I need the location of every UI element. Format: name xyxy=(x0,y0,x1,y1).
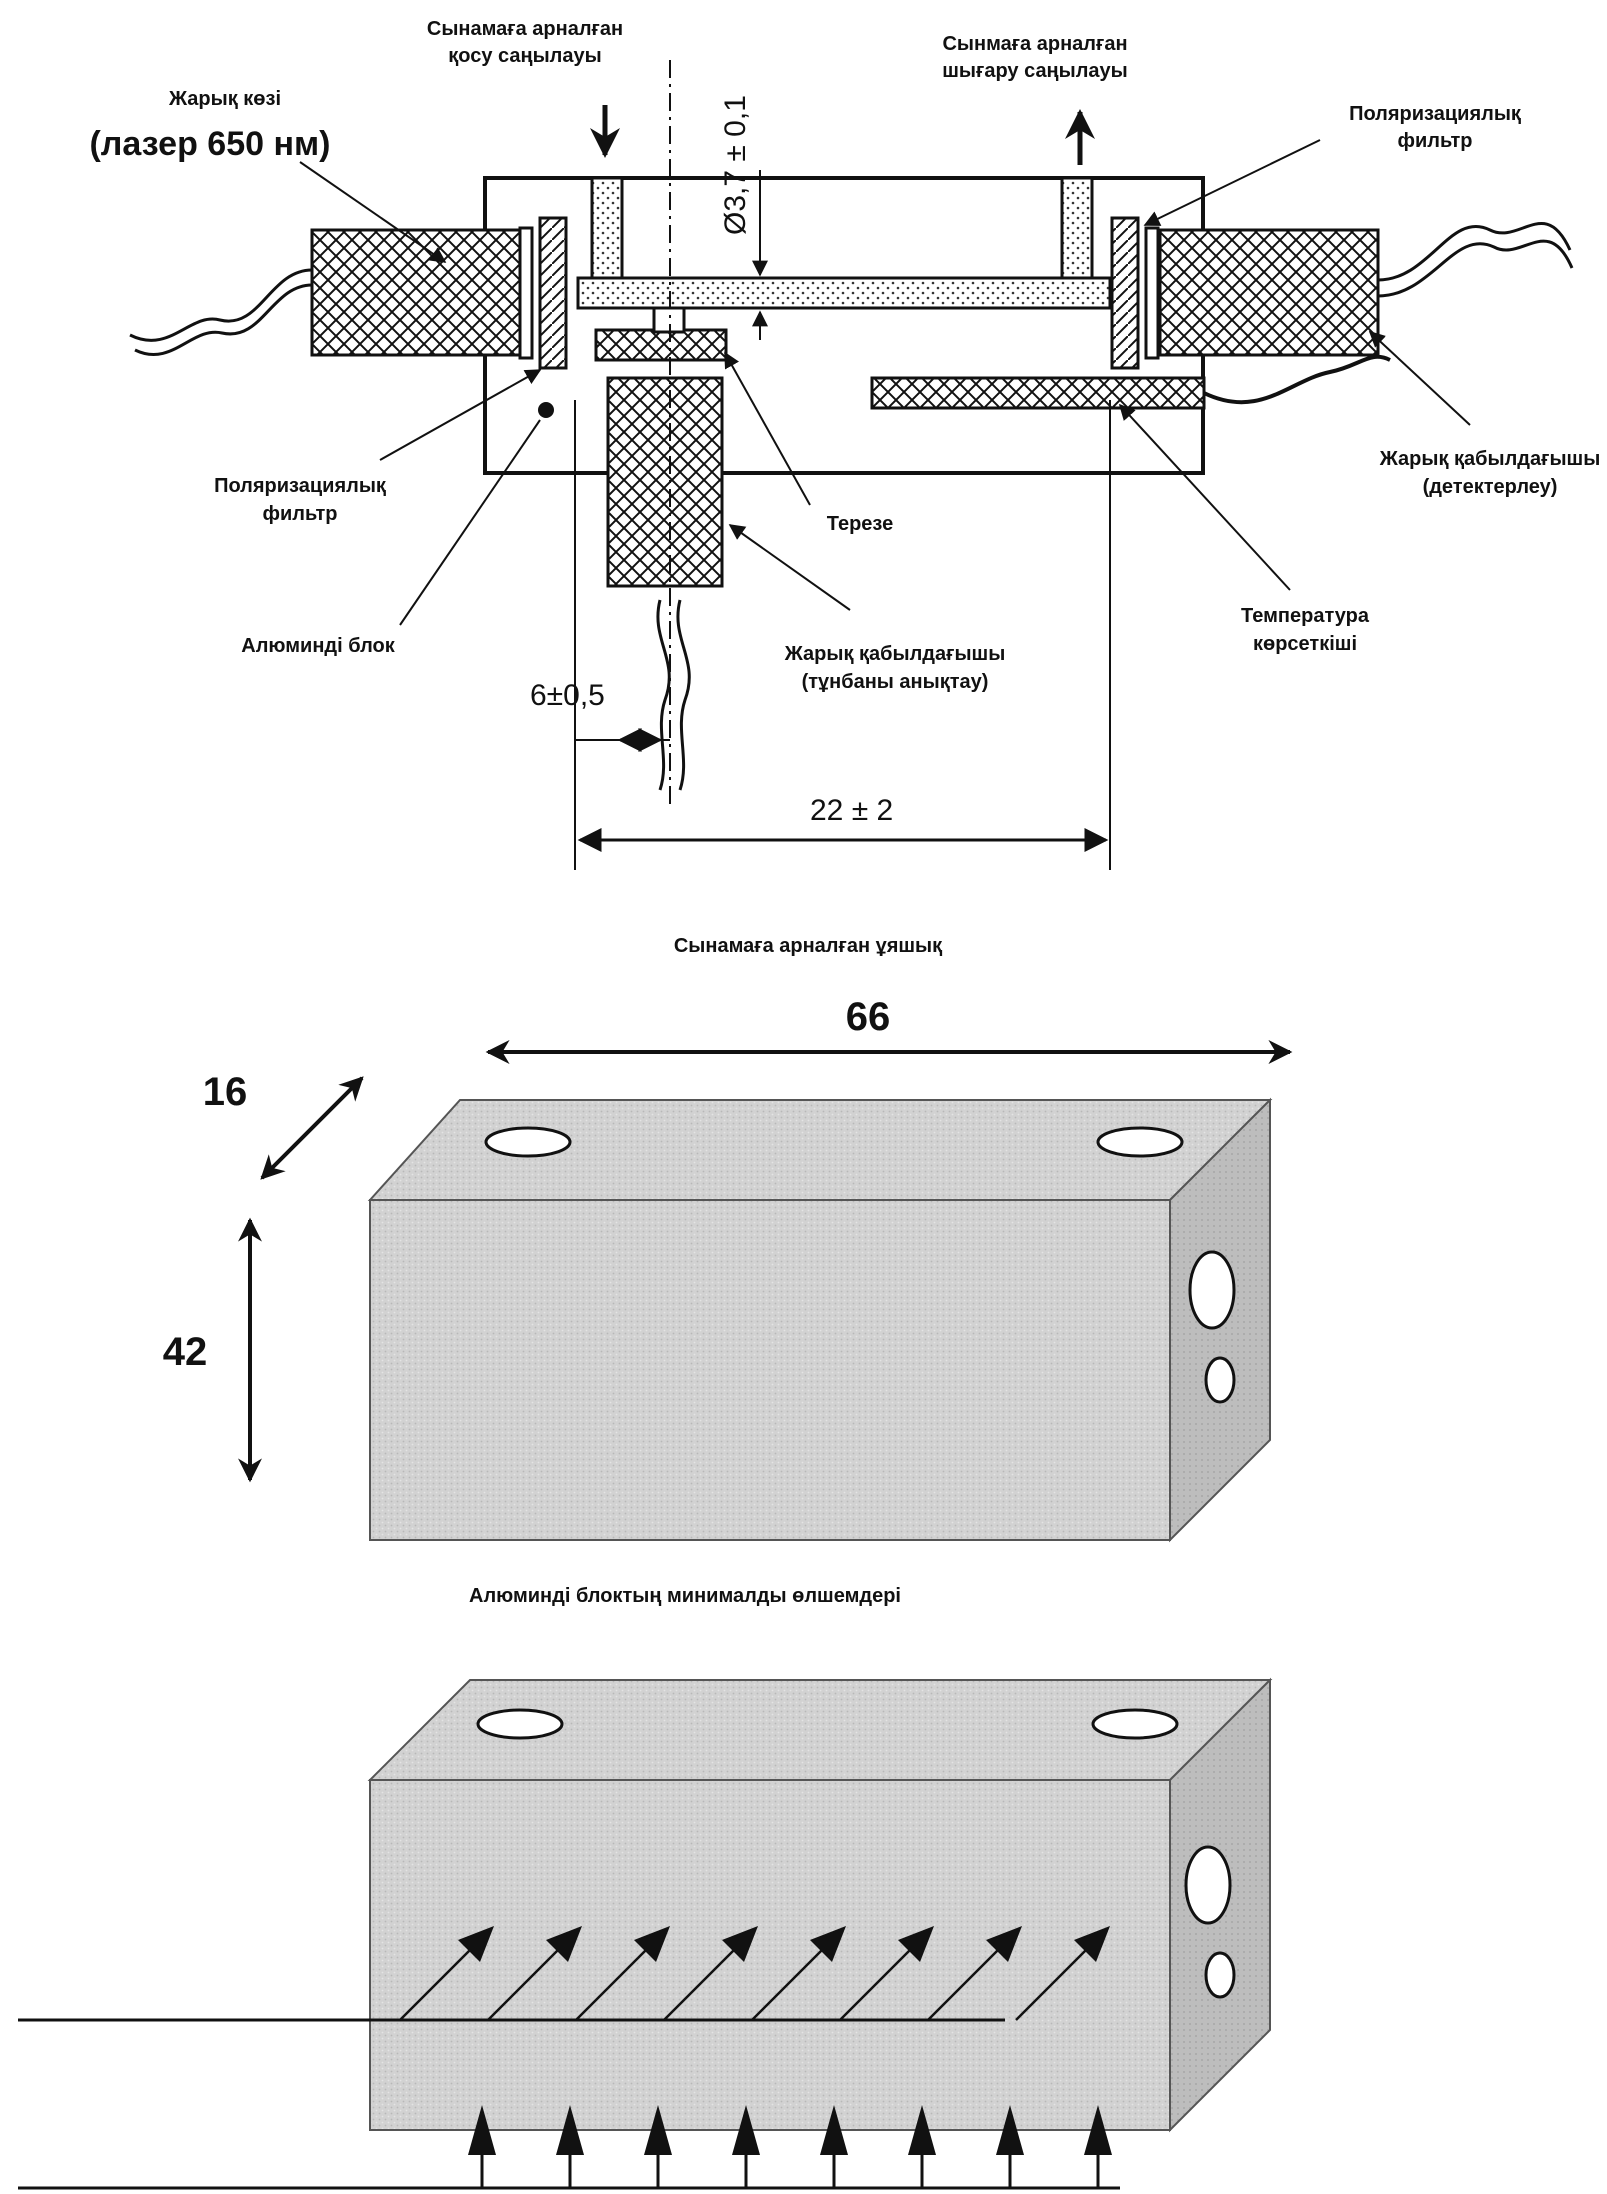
diagonal-arrow-head xyxy=(986,1926,1022,1962)
block-hole-top-left xyxy=(484,1126,572,1158)
temperature-sensor xyxy=(870,376,1206,410)
offset-dim-label: 6±0,5 xyxy=(530,679,605,712)
pol-filter-right-line2: фильтр xyxy=(1397,130,1472,152)
block2-hole-side-small xyxy=(1204,1951,1236,1999)
upward-arrow-head xyxy=(644,2105,672,2155)
cable-left-2 xyxy=(134,283,313,357)
leader-pol-filter-right xyxy=(1143,139,1321,226)
aluminium-block-label: Алюминді блок xyxy=(241,635,395,657)
height-dim-label: 42 xyxy=(163,1330,208,1374)
inlet-label-line2: қосу саңылауы xyxy=(448,45,601,67)
diagonal-arrow-head xyxy=(546,1926,582,1962)
light-source-housing xyxy=(310,228,532,357)
leader-temperature xyxy=(1118,403,1291,591)
length-dim-label: 66 xyxy=(846,995,891,1039)
window-plate xyxy=(594,328,728,362)
diagonal-arrow-head xyxy=(898,1926,934,1962)
block2-hole-top-right xyxy=(1091,1708,1179,1740)
temperature-line2: көрсеткіші xyxy=(1253,633,1357,655)
block2-front-face xyxy=(369,1779,1171,2131)
upward-arrow-head xyxy=(732,2105,760,2155)
diagonal-arrow-head xyxy=(634,1926,670,1962)
polarization-filter-right xyxy=(1110,216,1140,370)
pol-filter-left-line2: фильтр xyxy=(262,503,337,525)
leader-pol-filter-left xyxy=(379,369,542,461)
pol-filter-left-line1: Поляризациялық xyxy=(214,475,387,497)
aluminium-block-view: 66 16 42 Алюминді блоктың минималды өлше… xyxy=(163,995,1293,1607)
block-hole-side-small xyxy=(1204,1356,1236,1404)
window-label: Терезе xyxy=(827,513,893,535)
depth-dim-label: 16 xyxy=(203,1070,248,1114)
depth-dim-arrow xyxy=(260,1076,364,1180)
diagonal-arrow-head xyxy=(722,1926,758,1962)
aluminium-block-marker xyxy=(538,402,554,418)
cloud-receiver-line1: Жарық қабылдағышы xyxy=(784,643,1006,665)
outlet-channel xyxy=(1060,176,1094,280)
detector-plate xyxy=(1144,226,1160,360)
block2-hole-side-large xyxy=(1184,1845,1232,1925)
diagonal-arrow-head xyxy=(458,1926,494,1962)
inlet-label-line1: Сынамаға арналған xyxy=(427,18,623,40)
sample-channel xyxy=(576,276,1112,310)
upward-arrow-head xyxy=(556,2105,584,2155)
leader-cloud-receiver xyxy=(728,524,851,611)
pol-filter-right-line1: Поляризациялық xyxy=(1349,103,1522,125)
diagonal-arrow-head xyxy=(810,1926,846,1962)
upward-arrow-head xyxy=(468,2105,496,2155)
cable-bottom xyxy=(656,599,671,791)
detector-line2: (детектерлеу) xyxy=(1423,476,1558,498)
temperature-line1: Температура xyxy=(1241,605,1370,627)
upward-arrow-head xyxy=(820,2105,848,2155)
inlet-channel xyxy=(590,176,624,280)
polarization-filter-left xyxy=(538,216,568,370)
cell-caption: Сынамаға арналған ұяшық xyxy=(674,935,943,957)
block-optical-view xyxy=(18,1677,1273,2190)
upward-arrow-head xyxy=(996,2105,1024,2155)
light-source-plate xyxy=(518,226,534,360)
leader-aluminium xyxy=(399,419,541,626)
cable-right xyxy=(1377,221,1572,282)
cable-sensor xyxy=(1203,354,1391,405)
block-hole-top-right xyxy=(1096,1126,1184,1158)
outlet-label-line1: Сынмаға арналған xyxy=(942,33,1127,55)
upward-arrow-group xyxy=(468,2105,1112,2188)
diameter-dim-label: Ø3,7 ± 0,1 xyxy=(719,95,752,235)
upward-arrow-head xyxy=(1084,2105,1112,2155)
block-front-face xyxy=(369,1199,1171,1541)
block2-hole-top-left xyxy=(476,1708,564,1740)
leader-window xyxy=(724,351,811,506)
light-source-spec: (лазер 650 нм) xyxy=(89,125,330,163)
width-dim-label: 22 ± 2 xyxy=(810,794,893,827)
cloud-receiver-housing xyxy=(606,376,724,588)
block-hole-side-large xyxy=(1188,1250,1236,1330)
light-source-title: Жарық көзі xyxy=(168,88,281,110)
leader-detector xyxy=(1368,330,1471,426)
detector-housing xyxy=(1158,228,1380,357)
block-caption: Алюминді блоктың минималды өлшемдері xyxy=(469,1585,901,1607)
detector-line1: Жарық қабылдағышы xyxy=(1379,448,1601,470)
outlet-label-line2: шығару саңылауы xyxy=(942,60,1128,82)
leader-light-source xyxy=(299,161,447,263)
diagonal-arrow-head xyxy=(1074,1926,1110,1962)
cell-section-view: Ø3,7 ± 0,1 6±0,5 22 ± 2 Жарық көзі (лазе… xyxy=(89,18,1600,957)
cable-right-2 xyxy=(1377,239,1574,298)
cloud-receiver-line2: (тұнбаны анықтау) xyxy=(802,671,989,693)
diagonal-arrow-group xyxy=(399,1926,1110,2021)
cable-left xyxy=(129,268,313,342)
upward-arrow-head xyxy=(908,2105,936,2155)
cable-bottom-2 xyxy=(676,599,691,791)
